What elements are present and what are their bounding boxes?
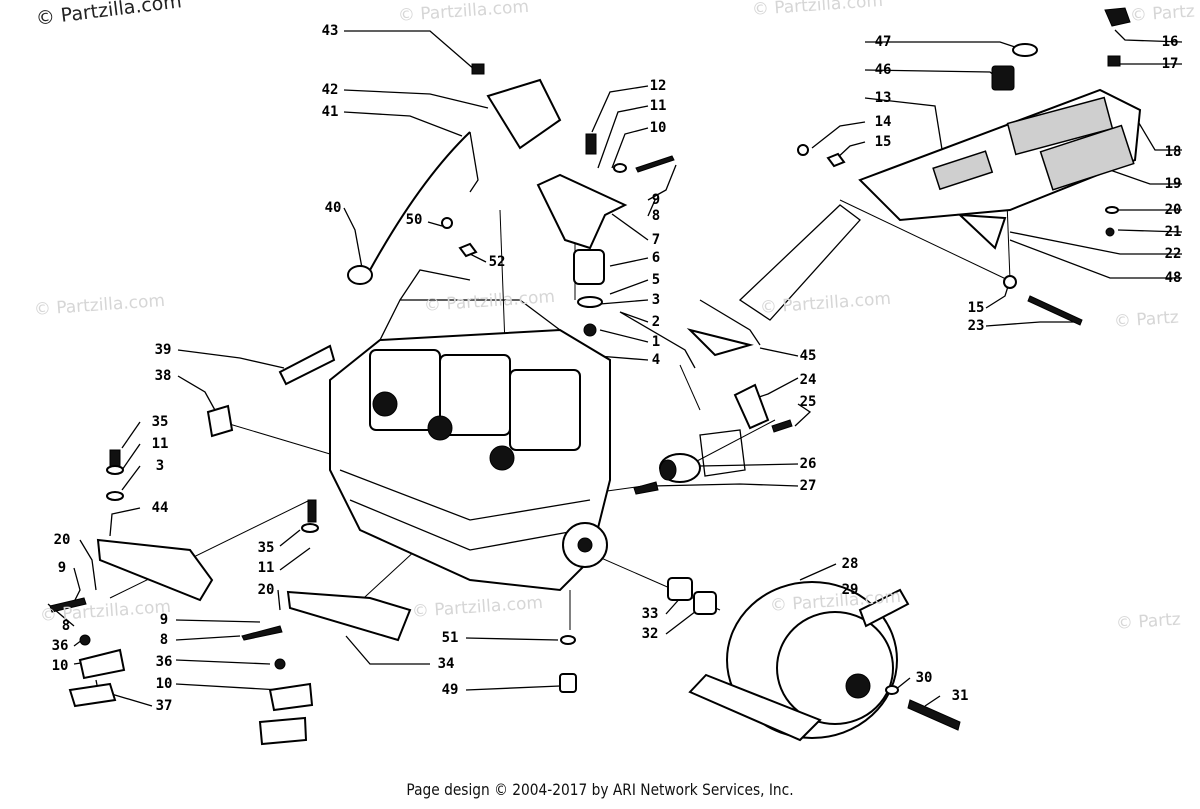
callout-label: 12	[649, 78, 667, 94]
callout-label: 4	[651, 352, 661, 368]
callout-label: 10	[51, 658, 69, 674]
callout-label: 26	[799, 456, 817, 472]
callout-label: 40	[324, 200, 342, 216]
callout-label: 24	[799, 372, 817, 388]
callout-label: 20	[53, 532, 71, 548]
callout-label: 41	[321, 104, 339, 120]
callout-label: 11	[257, 560, 275, 576]
copyright-footer: Page design © 2004-2017 by ARI Network S…	[406, 780, 794, 799]
callout-label: 36	[51, 638, 69, 654]
callout-label: 42	[321, 82, 339, 98]
callout-label: 10	[155, 676, 173, 692]
callout-label: 52	[488, 254, 506, 270]
callout-label: 3	[651, 292, 661, 308]
callout-label: 30	[915, 670, 933, 686]
bottom-bolt	[206, 344, 577, 693]
callout-label: 11	[151, 436, 169, 452]
callout-label: 19	[1164, 176, 1182, 192]
callout-label: 43	[321, 23, 339, 39]
callout-label: 34	[437, 656, 455, 672]
callout-label: 46	[874, 62, 892, 78]
callout-label: 11	[649, 98, 667, 114]
callout-label: 31	[951, 688, 969, 704]
callout-label: 33	[641, 606, 659, 622]
motor-plates	[96, 449, 412, 642]
callout-label: 7	[651, 232, 661, 248]
callout-label: 9	[57, 560, 67, 576]
callout-label: 48	[1164, 270, 1182, 286]
callout-label: 16	[1161, 34, 1179, 50]
rubber-mounts	[49, 597, 314, 746]
callout-label: 32	[641, 626, 659, 642]
callout-label: 15	[874, 134, 892, 150]
callout-label: 21	[1164, 224, 1182, 240]
callout-label: 9	[159, 612, 169, 628]
callout-label: 36	[155, 654, 173, 670]
callout-label: 17	[1161, 56, 1179, 72]
callout-label: 39	[154, 342, 172, 358]
callout-label: 9	[651, 192, 661, 208]
callout-label: 3	[155, 458, 165, 474]
callout-label: 38	[154, 368, 172, 384]
callout-label: 25	[799, 394, 817, 410]
callout-label: 5	[651, 272, 661, 288]
callout-label: 44	[151, 500, 169, 516]
exhaust-mount	[633, 328, 793, 495]
callout-label: 15	[967, 300, 985, 316]
engine-block	[329, 269, 611, 592]
cable-assembly	[347, 63, 562, 285]
callout-label: 51	[441, 630, 459, 646]
callout-label: 49	[441, 682, 459, 698]
callout-label: 50	[405, 212, 423, 228]
callout-label: 22	[1164, 246, 1182, 262]
callout-label: 6	[651, 250, 661, 266]
callout-label: 13	[874, 90, 892, 106]
callout-label: 29	[841, 582, 859, 598]
top-mount	[536, 133, 675, 337]
callout-label: 28	[841, 556, 859, 572]
callout-label: 37	[155, 698, 173, 714]
callout-label: 10	[649, 120, 667, 136]
callout-label: 27	[799, 478, 817, 494]
callout-label: 35	[257, 540, 275, 556]
callout-label: 14	[874, 114, 892, 130]
callout-label: 35	[151, 414, 169, 430]
callout-label: 23	[967, 318, 985, 334]
callout-label: 8	[61, 618, 71, 634]
callout-label: 47	[874, 34, 892, 50]
callout-label: 45	[799, 348, 817, 364]
callout-label: 1	[651, 334, 661, 350]
callout-label: 8	[651, 208, 661, 224]
engine-plate	[699, 7, 1142, 346]
clutch-assembly	[667, 577, 961, 742]
callout-label: 20	[1164, 202, 1182, 218]
callout-label: 20	[257, 582, 275, 598]
callout-label: 18	[1164, 144, 1182, 160]
callout-label: 8	[159, 632, 169, 648]
callout-label: 2	[651, 314, 661, 330]
